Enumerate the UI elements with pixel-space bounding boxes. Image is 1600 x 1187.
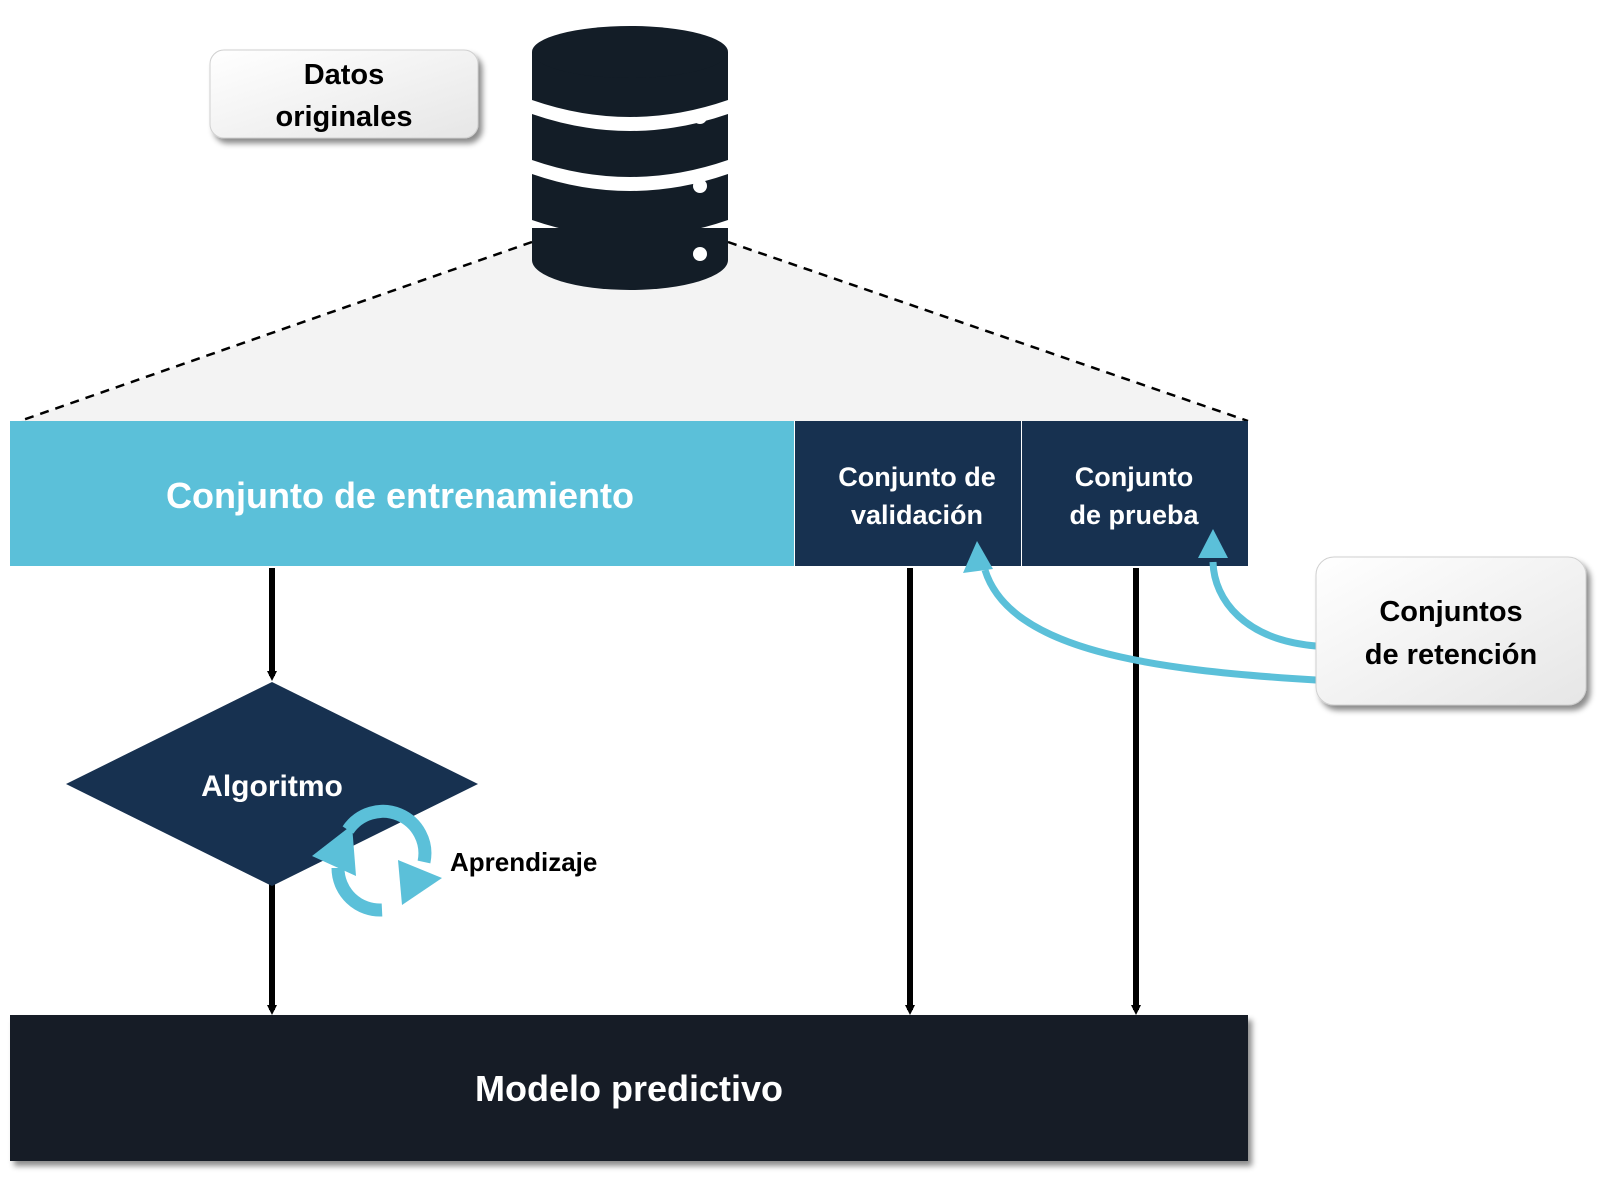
algorithm-label: Algoritmo	[201, 770, 343, 803]
training-set-block: Conjunto de entrenamiento	[10, 421, 794, 566]
source-data-label-line2: originales	[276, 101, 413, 133]
funnel	[19, 240, 1249, 423]
funnel-left-dashed-line	[19, 240, 533, 423]
holdout-arrowhead-test	[1198, 529, 1228, 558]
validation-set-label-line2: validación	[851, 500, 983, 530]
learning-label: Aprendizaje	[450, 847, 597, 877]
holdout-arrows	[963, 529, 1317, 684]
training-set-label: Conjunto de entrenamiento	[166, 475, 634, 516]
test-set-label-line2: de prueba	[1069, 500, 1199, 530]
algorithm-diamond: Algoritmo	[66, 682, 478, 886]
database-dot-1	[693, 110, 707, 124]
funnel-right-dashed-line	[727, 240, 1249, 423]
predictive-model-label: Modelo predictivo	[475, 1068, 783, 1109]
holdout-arrow-to-test	[1209, 561, 1317, 650]
holdout-sets-callout: Conjuntos de retención	[1315, 556, 1587, 706]
source-data-label-line1: Datos	[304, 59, 385, 91]
validation-set-block: Conjunto de validación	[795, 421, 1021, 566]
source-data-callout: Datos originales	[209, 49, 479, 139]
database-dot-3	[693, 247, 707, 261]
holdout-arrowhead-validation	[963, 541, 993, 573]
test-set-label-line1: Conjunto	[1075, 462, 1193, 492]
refresh-cycle-icon	[312, 804, 442, 917]
holdout-arrow-to-validation	[981, 568, 1317, 684]
holdout-sets-label-line1: Conjuntos	[1379, 596, 1522, 628]
predictive-model-block: Modelo predictivo	[10, 1015, 1248, 1161]
validation-set-label-line1: Conjunto de	[838, 462, 995, 492]
holdout-sets-label-line2: de retención	[1365, 639, 1537, 671]
database-icon	[532, 26, 728, 290]
database-dot-2	[693, 179, 707, 193]
